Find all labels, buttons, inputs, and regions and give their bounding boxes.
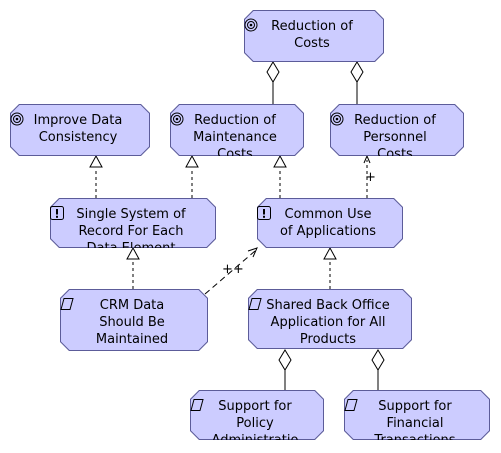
influence-label-crm: ++ xyxy=(222,262,244,277)
influence-label-common: + xyxy=(365,170,376,185)
node-fill xyxy=(191,391,323,439)
node-label: Common Use of Applications xyxy=(279,207,377,239)
requirement-icon xyxy=(344,398,358,412)
node-fill xyxy=(345,391,489,439)
principle-icon xyxy=(257,206,271,220)
goal-reduction-of-costs[interactable]: Reduction of Costs xyxy=(244,10,384,62)
realization-arrowhead-common xyxy=(323,246,337,260)
node-fill xyxy=(245,11,383,61)
node-label: CRM Data Should Be Maintained xyxy=(95,298,169,347)
influence-line-crm-to-common xyxy=(204,250,256,295)
goal-icon xyxy=(330,112,344,126)
influence-arrowhead-common xyxy=(247,247,258,258)
node-label: Shared Back Office Application for All P… xyxy=(266,298,390,347)
requirement-support-for-financial-transactions[interactable]: Support for Financial Transactions xyxy=(344,390,490,440)
node-label: Support for Financial Transactions xyxy=(378,399,452,431)
node-label: Reduction of Costs xyxy=(271,19,353,51)
node-fill xyxy=(11,105,149,155)
goal-improve-data-consistency[interactable]: Improve Data Consistency xyxy=(10,104,150,156)
aggregation-diamond-policy xyxy=(278,349,292,371)
realization-arrowhead-consistency xyxy=(89,154,103,168)
node-fill xyxy=(258,199,402,247)
requirement-shared-back-office-application[interactable]: Shared Back Office Application for All P… xyxy=(248,289,412,349)
requirement-icon xyxy=(190,398,204,412)
requirement-crm-data-maintained[interactable]: CRM Data Should Be Maintained xyxy=(60,289,208,351)
goal-icon xyxy=(244,18,258,32)
aggregation-diamond-maintenance xyxy=(266,61,280,83)
node-label: Improve Data Consistency xyxy=(33,113,123,145)
node-fill xyxy=(249,290,411,348)
goal-icon xyxy=(170,112,184,126)
requirement-icon xyxy=(60,297,74,311)
requirement-icon xyxy=(248,297,262,311)
goal-reduction-of-personnel-costs[interactable]: Reduction of Personnel Costs xyxy=(330,104,464,156)
goal-icon xyxy=(10,112,24,126)
principle-common-use-of-applications[interactable]: Common Use of Applications xyxy=(257,198,403,248)
node-label: Reduction of Maintenance Costs xyxy=(193,113,277,156)
principle-single-system-of-record[interactable]: Single System of Record For Each Data El… xyxy=(50,198,216,248)
realization-arrowhead-maintenance-1 xyxy=(185,154,199,168)
principle-icon xyxy=(50,206,64,220)
node-label: Single System of Record For Each Data El… xyxy=(76,207,186,239)
influence-arrowhead-personnel xyxy=(363,154,371,164)
realization-arrowhead-single xyxy=(126,246,140,260)
requirement-support-for-policy-administration[interactable]: Support for Policy Administratio xyxy=(190,390,324,440)
node-fill xyxy=(51,199,215,247)
realization-arrowhead-maintenance-2 xyxy=(273,154,287,168)
aggregation-diamond-financial xyxy=(371,349,385,371)
node-fill xyxy=(171,105,303,155)
node-fill xyxy=(61,290,207,350)
aggregation-diamond-personnel xyxy=(350,61,364,83)
goal-reduction-of-maintenance-costs[interactable]: Reduction of Maintenance Costs xyxy=(170,104,304,156)
node-label: Support for Policy Administratio xyxy=(218,399,292,431)
node-label: Reduction of Personnel Costs xyxy=(354,113,436,156)
node-fill xyxy=(331,105,463,155)
